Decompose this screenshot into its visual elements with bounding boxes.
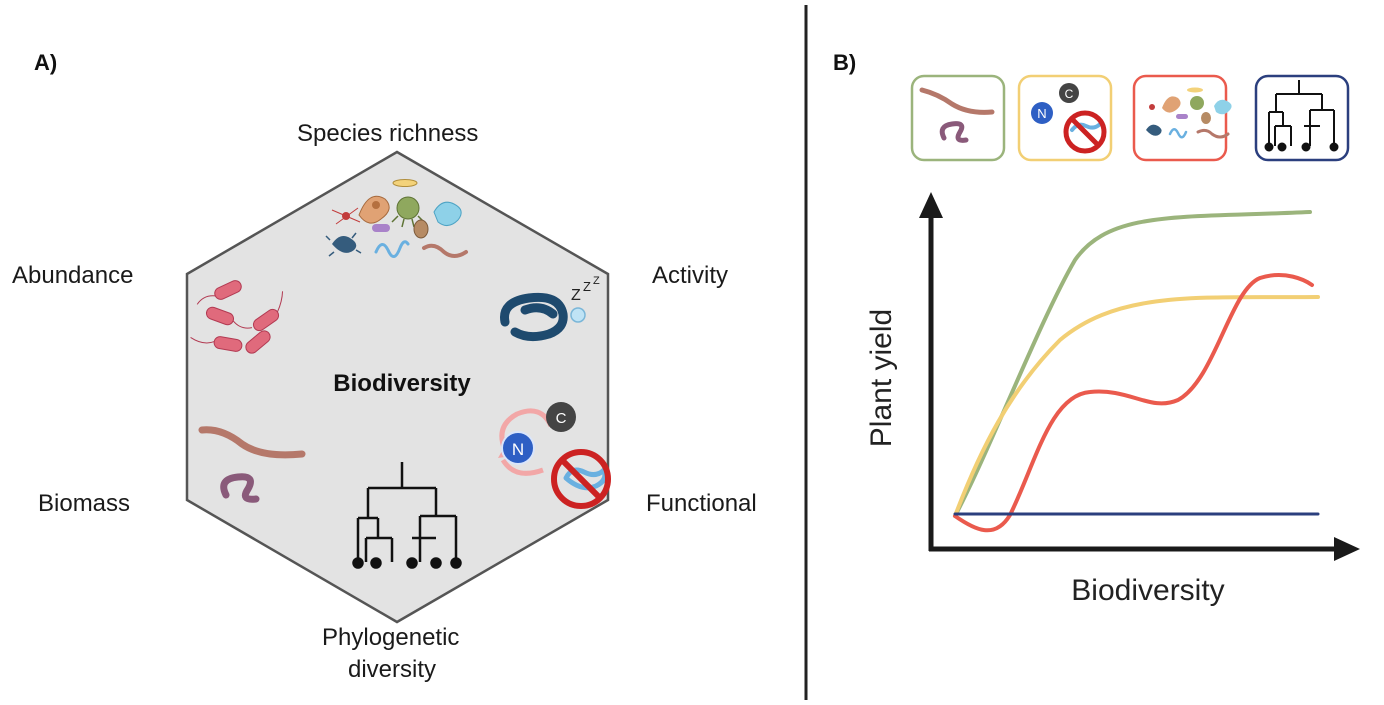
label-activity: Activity — [652, 262, 729, 289]
svg-text:C: C — [1065, 87, 1074, 101]
center-label: Biodiversity — [333, 370, 471, 397]
x-axis-label: Biodiversity — [1071, 574, 1224, 607]
bacteria-icon — [190, 280, 284, 354]
legend-box-worms-icon — [919, 87, 995, 143]
legend-box-species-icon — [1146, 87, 1232, 139]
svg-text:N: N — [512, 440, 524, 459]
panel-b-label: B) — [833, 50, 857, 75]
label-abundance: Abundance — [12, 262, 134, 289]
svg-text:Z: Z — [583, 279, 591, 294]
legend-box-tree-icon — [1264, 80, 1339, 152]
y-axis-arrow — [919, 192, 943, 218]
label-species-richness: Species richness — [297, 120, 479, 147]
phylogenetic-tree-icon — [352, 462, 462, 569]
svg-text:C: C — [556, 410, 567, 427]
nutrient-cycle-icon: N C — [498, 402, 576, 476]
sleep-zzz-icon: Z Z Z — [571, 275, 600, 304]
label-phylogenetic: Phylogenetic — [322, 624, 460, 651]
label-diversity: diversity — [348, 656, 437, 683]
svg-text:Z: Z — [571, 287, 581, 304]
series-line-green — [953, 210, 1312, 518]
legend-box-blue — [1254, 74, 1350, 162]
panel-a-label: A) — [34, 50, 58, 75]
species-richness-cluster-icon — [325, 179, 468, 258]
label-biomass: Biomass — [38, 490, 131, 517]
curves — [953, 210, 1320, 533]
series-line-yellow — [953, 295, 1320, 518]
legend-box-yellow — [1017, 74, 1113, 162]
x-axis-arrow — [1334, 537, 1360, 561]
worm-purple-icon — [220, 473, 260, 503]
legend-box-functional-icon: C N — [1031, 83, 1107, 154]
earthworm-icon — [198, 426, 306, 459]
y-axis-label: Plant yield — [865, 309, 898, 447]
biodiversity-hexagon — [185, 150, 610, 624]
svg-text:Z: Z — [593, 275, 600, 287]
nematode-icon — [500, 292, 586, 342]
label-functional: Functional — [646, 490, 757, 517]
prohibition-icon — [551, 449, 611, 509]
svg-text:N: N — [1037, 106, 1046, 121]
